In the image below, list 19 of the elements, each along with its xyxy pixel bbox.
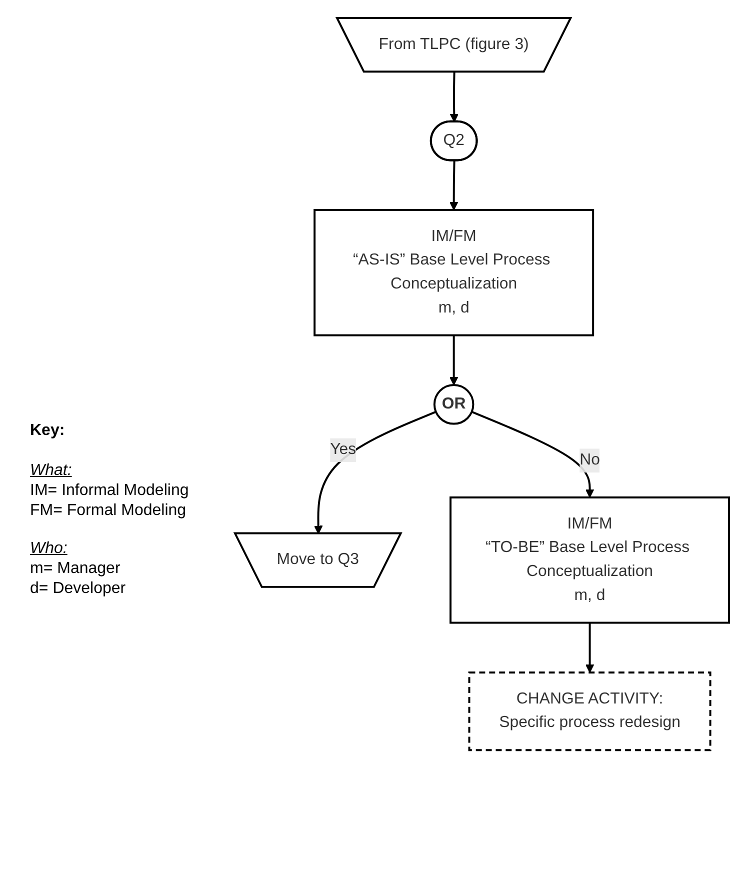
key-entry: m= Manager — [30, 560, 122, 578]
node-circle: OR — [432, 384, 474, 425]
key-heading: Key: — [30, 422, 66, 440]
node-box: IM/FM “AS-IS” Base Level Process Conceptualization m, d — [313, 208, 594, 336]
node-box: CHANGE ACTIVITY: Specific process redesign — [468, 672, 711, 752]
arrow — [448, 335, 458, 386]
edge-label: Yes — [330, 441, 356, 458]
arrow — [449, 72, 458, 122]
arrow — [470, 410, 594, 498]
arrow — [584, 622, 594, 673]
arrow — [448, 160, 458, 210]
key-entry: FM= Formal Modeling — [30, 502, 188, 520]
arrow — [313, 410, 436, 534]
key-subheading: What: — [30, 462, 73, 480]
key-subheading: Who: — [30, 540, 68, 558]
key-entry: IM= Informal Modeling — [30, 482, 190, 500]
node-box: IM/FM “TO-BE” Base Level Process Conceptualization m, d — [449, 496, 730, 624]
edge-label: No — [579, 452, 600, 469]
key-entry: d= Developer — [30, 580, 127, 598]
